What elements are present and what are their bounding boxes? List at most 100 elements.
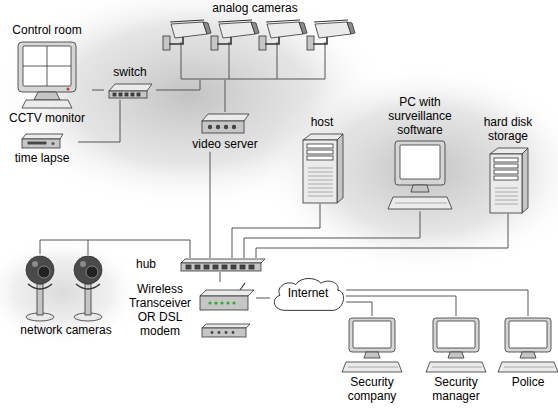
device-label: hard disk storage (466, 116, 550, 144)
icon-part (218, 20, 252, 22)
icon-part (342, 362, 402, 372)
icon-part (28, 142, 46, 144)
camera-wire (88, 240, 89, 255)
icon-part (348, 367, 398, 368)
icon-part (229, 42, 230, 79)
icon-part (232, 125, 236, 129)
device-label: Internet (288, 287, 329, 301)
icon-part (204, 265, 209, 269)
icon-part (23, 65, 71, 66)
icon-part (200, 296, 248, 310)
cloud-outline (274, 278, 343, 310)
icon-part (225, 331, 228, 334)
icon-part (86, 266, 98, 278)
modem-node: Wireless Transceiver OR DSL modem (126, 282, 256, 340)
shade-blob (260, 65, 558, 275)
device-label: video server (192, 138, 257, 152)
icon-part (303, 134, 343, 140)
icon-part (437, 321, 475, 348)
icon-part (249, 265, 254, 269)
icon-part (315, 22, 351, 38)
icon-part (432, 367, 482, 368)
icon-part (448, 352, 464, 358)
icon-part (181, 259, 265, 271)
network-cable (40, 240, 190, 258)
icon-part (181, 263, 261, 271)
icon-part (28, 284, 52, 289)
icon-part (32, 261, 38, 267)
icon-part (433, 318, 479, 352)
icon-part (26, 256, 102, 321)
icon-part (113, 93, 116, 96)
icon-part (202, 328, 246, 337)
device-label: time lapse (15, 152, 70, 166)
icon-part (259, 36, 266, 50)
icon-part (364, 352, 380, 358)
icon-part (22, 100, 72, 108)
icon-part (307, 36, 314, 50)
icon-part (337, 134, 343, 203)
icon-part (109, 84, 152, 98)
icon-part (266, 20, 300, 22)
icon-part (277, 42, 278, 79)
icon-part (125, 93, 128, 96)
network-cable (256, 298, 270, 299)
network-cable (244, 211, 420, 258)
icon-part (163, 36, 170, 50)
icon-part (307, 150, 333, 154)
icon-part (213, 265, 218, 269)
icon-part (67, 87, 70, 90)
device-label: Police (512, 376, 545, 390)
device-label: analog cameras (212, 2, 297, 16)
network-camera-node: network cameras (10, 254, 122, 338)
icon-part (202, 114, 249, 121)
icon-part (490, 148, 528, 213)
icon-part (307, 144, 333, 148)
device-icon (423, 316, 489, 374)
device-label: Control room (12, 24, 81, 38)
device-label: Wireless Transceiver OR DSL modem (126, 283, 194, 338)
icon-part (220, 301, 223, 304)
icon-part (202, 324, 250, 328)
icon-part (131, 93, 134, 96)
icon-part (494, 158, 518, 162)
icon-part (299, 22, 307, 34)
camera-group: analog cameras (150, 2, 360, 80)
device-icon (385, 139, 455, 211)
device-label: Security manager (414, 376, 498, 404)
device-label: PC with surveillance software (370, 96, 470, 137)
icon-part (303, 134, 343, 203)
device-icon (155, 18, 355, 80)
icon-part (231, 265, 236, 269)
shade-blob (0, 237, 142, 347)
icon-part (137, 93, 140, 96)
icon-part (22, 134, 63, 139)
icon-part (490, 154, 522, 213)
icon-part (202, 114, 249, 133)
icon-part (163, 20, 355, 79)
icon-part (495, 195, 518, 196)
device-icon (495, 316, 558, 374)
icon-part (347, 22, 355, 34)
storage-node: hard disk storage (466, 116, 550, 214)
device-label: network cameras (20, 324, 111, 338)
icon-part (211, 36, 218, 50)
icon-part (509, 321, 547, 348)
network-cable (346, 296, 456, 316)
icon-part (267, 22, 303, 38)
device-label: Security company (330, 376, 414, 404)
icon-part (400, 145, 440, 179)
icon-part (388, 197, 452, 209)
icon-part (109, 84, 152, 91)
icon-part (80, 261, 86, 267)
icon-part (411, 185, 429, 192)
hub-node: hub (136, 258, 266, 272)
icon-part (232, 331, 235, 334)
icon-part (494, 164, 518, 168)
icon-part (308, 171, 333, 172)
icon-part (240, 265, 245, 269)
icon-part (74, 256, 102, 284)
monitor-node: Control roomCCTV monitor (2, 24, 92, 126)
